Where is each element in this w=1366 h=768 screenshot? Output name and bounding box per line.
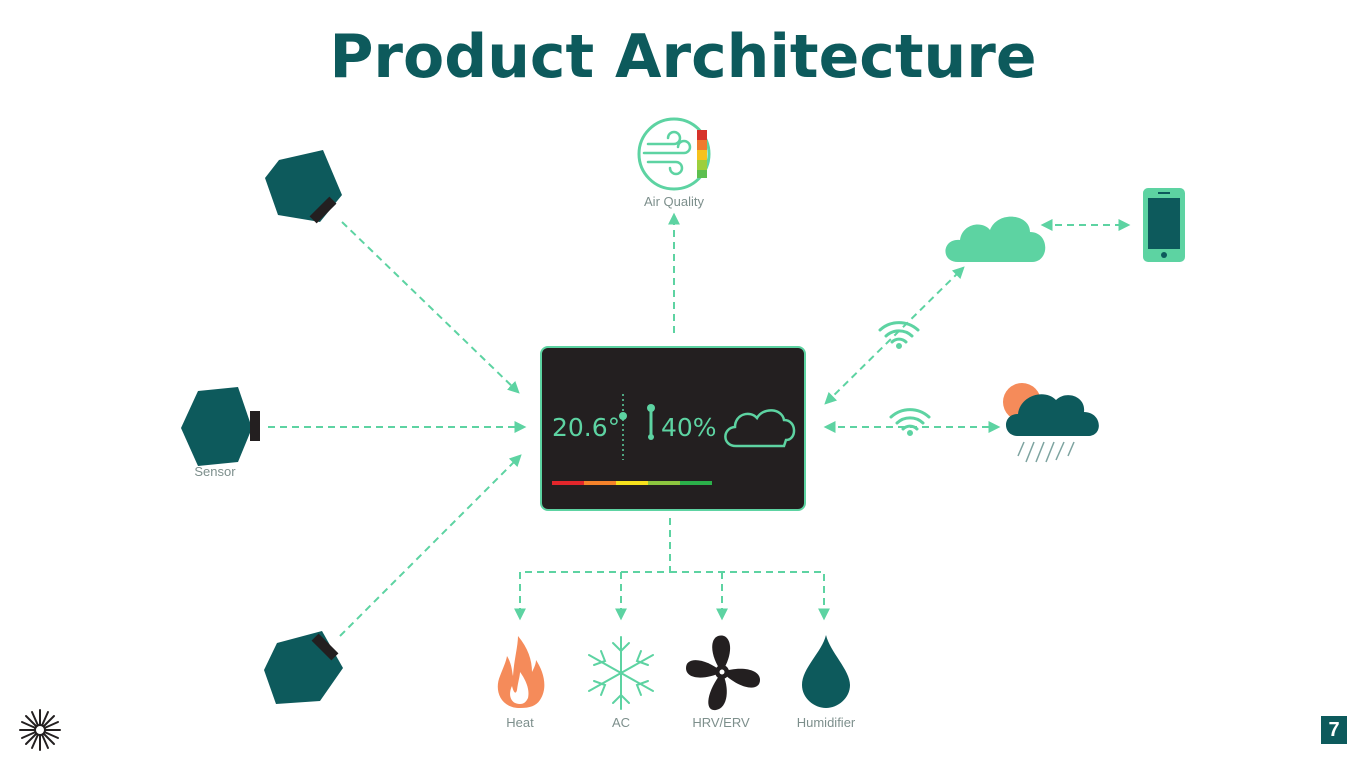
wifi-icon (889, 408, 931, 436)
sensor-mid-icon (181, 387, 260, 466)
arrow-sensor-top-to-display (341, 221, 520, 394)
hrv-erv-label: HRV/ERV (692, 715, 750, 730)
smartphone-icon (1143, 188, 1185, 262)
water-drop-icon (802, 635, 850, 708)
snowflake-icon (588, 636, 654, 710)
thermostat-display: 20.6° 40% (540, 346, 806, 511)
display-cloud-icon (724, 409, 796, 448)
flame-icon (497, 636, 545, 708)
humidifier-label: Humidifier (797, 715, 856, 730)
rain-cloud-sun-icon (1003, 383, 1099, 463)
fan-icon (686, 635, 760, 711)
air-quality-icon (637, 117, 711, 191)
arrow-sensor-bottom-to-display (339, 454, 522, 637)
page-number-badge: 7 (1321, 716, 1347, 744)
humidity-slider-icon (647, 404, 655, 440)
heat-label: Heat (506, 715, 534, 730)
sensor-label: Sensor (194, 464, 236, 479)
cloud-icon (945, 216, 1046, 262)
air-quality-label: Air Quality (644, 194, 704, 209)
sensor-bottom-icon (264, 631, 343, 704)
arrow-display-to-cloud (824, 266, 965, 405)
page-title: Product Architecture (329, 22, 1037, 92)
humidity-readout: 40% (661, 413, 717, 442)
temperature-readout: 20.6° (552, 413, 620, 442)
arrow-to-heat (514, 518, 671, 621)
wifi-icon (878, 321, 920, 349)
snowflake-logo-icon (19, 709, 61, 751)
sensor-top-icon (265, 150, 342, 224)
arrow-to-humidifier (670, 571, 830, 621)
ac-label: AC (612, 715, 630, 730)
temperature-slider-icon (619, 412, 627, 420)
